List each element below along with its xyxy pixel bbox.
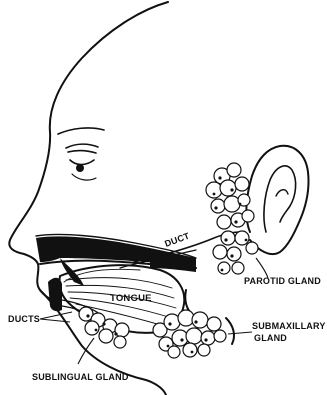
leader-parotid bbox=[256, 258, 268, 278]
submaxillary-gland bbox=[153, 310, 226, 358]
label-tongue: TONGUE bbox=[110, 293, 152, 304]
label-duct: DUCT bbox=[163, 231, 191, 249]
leader-ducts-1 bbox=[40, 312, 72, 319]
leader-submaxillary bbox=[228, 332, 252, 334]
label-submaxillary-line2: GLAND bbox=[254, 333, 287, 343]
lower-incisor bbox=[48, 278, 62, 311]
ear-inner bbox=[264, 166, 296, 232]
label-parotid-gland: PAROTID GLAND bbox=[244, 276, 321, 286]
eye bbox=[66, 144, 98, 180]
label-submaxillary-line1: SUBMAXILLARY bbox=[252, 321, 326, 331]
ear-outline bbox=[246, 146, 308, 254]
label-ducts: DUCTS bbox=[8, 314, 40, 324]
neck-line bbox=[226, 318, 234, 344]
brow-line bbox=[58, 128, 104, 134]
label-sublingual-gland: SUBLINGUAL GLAND bbox=[32, 372, 129, 382]
sublingual-gland bbox=[79, 307, 129, 348]
